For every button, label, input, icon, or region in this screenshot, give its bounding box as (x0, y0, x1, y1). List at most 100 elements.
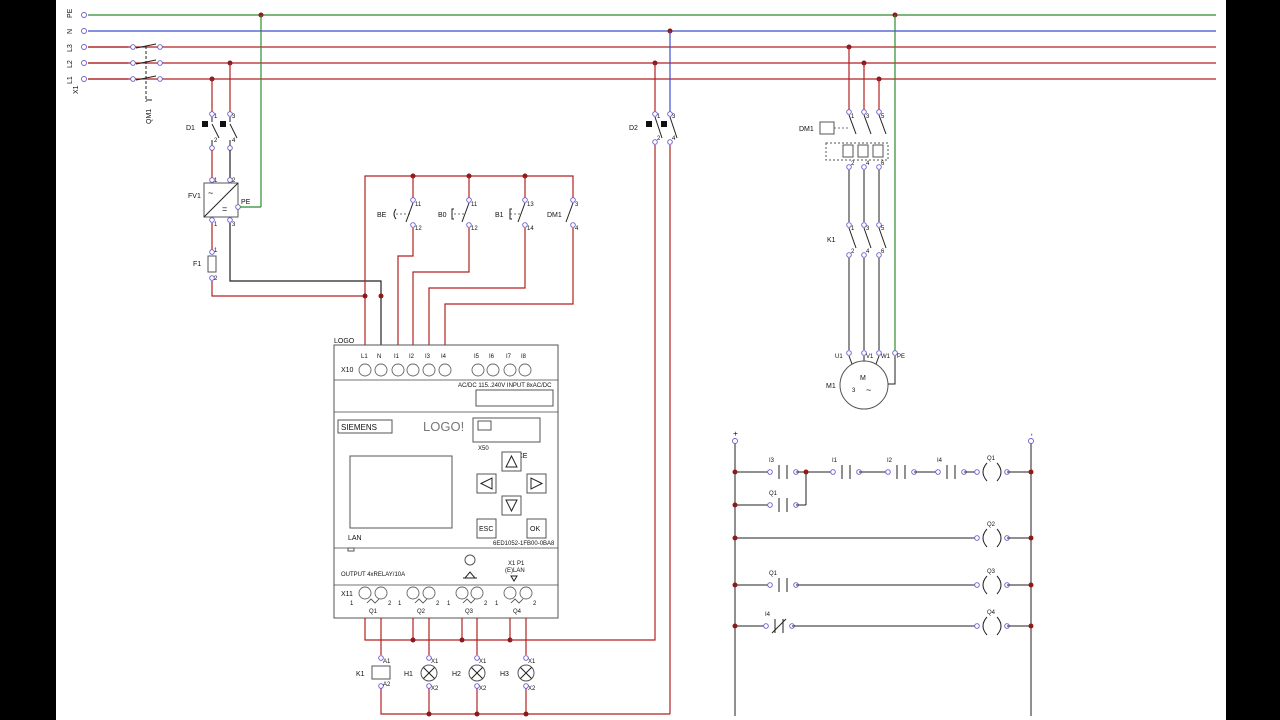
plc-x50: X50 (478, 446, 489, 452)
svg-text:2: 2 (214, 138, 218, 144)
svg-text:1: 1 (214, 178, 218, 184)
plc-input-label: I2 (409, 354, 415, 360)
ladder-contact: I4 (935, 458, 967, 479)
svg-text:M: M (860, 375, 866, 382)
svg-text:3: 3 (866, 226, 870, 232)
label-fv1: FV1 (188, 193, 201, 200)
plc-output-pin: 1 (350, 601, 354, 607)
right-button[interactable] (526, 473, 547, 494)
svg-text:I1: I1 (832, 458, 838, 464)
plc-input-screw (374, 363, 388, 377)
plc-lan: LAN (348, 535, 362, 542)
plc-input-screw (406, 363, 420, 377)
label-qm1: QM1 (146, 109, 153, 124)
svg-text:I4: I4 (765, 612, 771, 618)
plc-display (349, 455, 453, 529)
esc-button[interactable] (476, 518, 497, 539)
ladder-contact: I2 (885, 458, 917, 479)
plc-label: LOGO (334, 338, 355, 345)
plc-input-label: I4 (441, 354, 447, 360)
plc-input-screw (438, 363, 452, 377)
ladder-plus: + (731, 431, 740, 436)
svg-text:A2: A2 (383, 682, 391, 688)
svg-text:X1: X1 (431, 659, 439, 665)
esc-button-label: ESC (479, 526, 493, 533)
plc-output-pin: 2 (533, 601, 537, 607)
plc-output-screw (519, 586, 533, 600)
label-k1-coil: K1 (356, 671, 365, 678)
plc-output-label: Q2 (417, 609, 426, 615)
bus-label-n: N (67, 29, 74, 34)
svg-text:1: 1 (214, 222, 218, 228)
svg-text:1: 1 (214, 114, 218, 120)
svg-text:3: 3 (575, 202, 579, 208)
left-button[interactable] (476, 473, 497, 494)
plc-output-screw (470, 586, 484, 600)
svg-text:13: 13 (527, 202, 534, 208)
plc-input-screw (486, 363, 500, 377)
ladder-coil: Q3 (974, 569, 1010, 595)
plc-input-terminals (358, 363, 532, 377)
svg-text:~: ~ (866, 385, 871, 395)
svg-text:Q2: Q2 (987, 522, 996, 528)
bus-label-l3: L3 (67, 44, 74, 52)
ok-button-label: OK (530, 526, 540, 533)
motor-m1 (839, 360, 889, 410)
plc-x10: X10 (341, 367, 354, 374)
plc-x1p1: X1 P1 (508, 561, 525, 567)
label-dm1: DM1 (799, 126, 814, 133)
svg-text:I2: I2 (887, 458, 893, 464)
svg-text:X1: X1 (479, 659, 487, 665)
bus-label-l1: L1 (67, 76, 74, 84)
label-b1: B1 (495, 212, 504, 219)
plc-logo-text: LOGO! (423, 419, 464, 434)
svg-text:1: 1 (214, 248, 218, 254)
svg-text:V1: V1 (866, 354, 874, 360)
plc-output-screw (422, 586, 436, 600)
svg-text:11: 11 (415, 202, 422, 208)
svg-text:6: 6 (881, 161, 885, 167)
svg-text:4: 4 (672, 136, 676, 142)
svg-text:14: 14 (527, 226, 534, 232)
fuse-f1: 12 F1 (193, 223, 382, 350)
plc-output-pin: 2 (484, 601, 488, 607)
svg-text:I3: I3 (769, 458, 775, 464)
svg-text:Q4: Q4 (987, 610, 996, 616)
svg-text:Q1: Q1 (987, 456, 996, 462)
svg-text:4: 4 (866, 249, 870, 255)
plc-output-screw (503, 586, 517, 600)
svg-text:3: 3 (866, 114, 870, 120)
svg-text:=: = (222, 204, 227, 214)
plc-output-screw (374, 586, 388, 600)
plc-input-rating: AC/DC 115..240V INPUT 8xAC/DC (458, 383, 552, 389)
label-b0: B0 (438, 212, 447, 219)
svg-text:1: 1 (851, 114, 855, 120)
svg-text:PE: PE (241, 199, 251, 206)
ok-button[interactable] (526, 518, 547, 539)
svg-text:6: 6 (881, 249, 885, 255)
svg-text:Q1: Q1 (769, 491, 778, 497)
svg-text:11: 11 (471, 202, 478, 208)
plc-input-label: L1 (361, 354, 368, 360)
svg-text:U1: U1 (835, 354, 843, 360)
label-k1-contactor: K1 (827, 237, 836, 244)
motor-protector-dm1 (819, 121, 835, 135)
svg-text:12: 12 (415, 226, 422, 232)
up-button[interactable] (501, 451, 522, 472)
bus-label-pe: PE (67, 8, 74, 18)
svg-text:I4: I4 (937, 458, 943, 464)
plc-brand: SIEMENS (341, 423, 377, 432)
down-button[interactable] (501, 495, 522, 516)
plc-output-screw (406, 586, 420, 600)
plc-output-label: Q1 (369, 609, 378, 615)
ladder-coil: Q4 (974, 610, 1010, 636)
